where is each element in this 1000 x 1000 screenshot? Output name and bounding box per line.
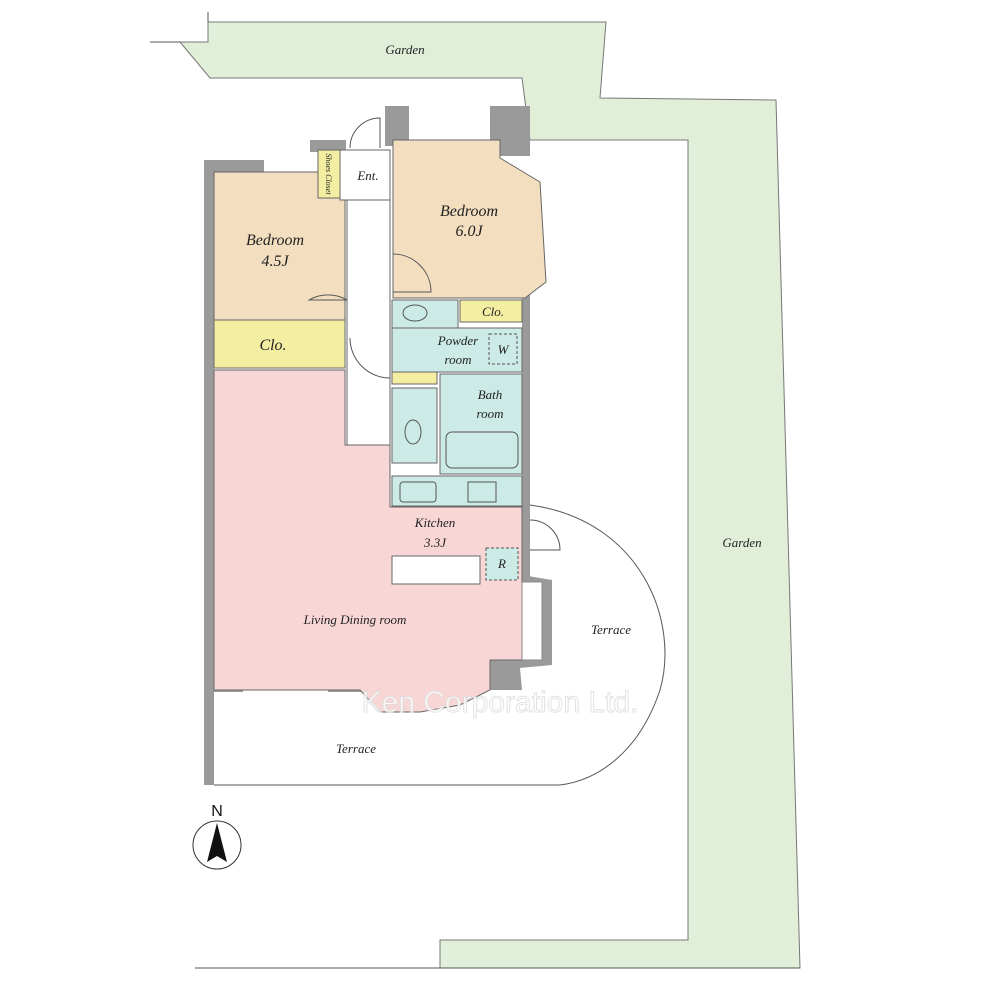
closet-left xyxy=(213,319,346,369)
powder-room-label-2: room xyxy=(445,352,472,367)
closet-right xyxy=(459,299,523,323)
bath-room xyxy=(439,373,523,475)
bedroom-left-name: Bedroom xyxy=(246,232,304,249)
wall xyxy=(204,160,214,785)
north-compass-icon: N xyxy=(192,803,242,870)
closet-right-label: Clo. xyxy=(482,304,504,319)
garden-right-label: Garden xyxy=(722,535,761,550)
bedroom-right-size: 6.0J xyxy=(455,223,483,240)
kitchen-size: 3.3J xyxy=(423,535,447,550)
terrace-bottom-label: Terrace xyxy=(336,741,376,756)
stove-icon xyxy=(467,481,497,503)
kitchen-counter xyxy=(391,475,523,507)
toilet-room xyxy=(391,387,438,464)
bedroom-left-size: 4.5J xyxy=(261,253,289,270)
shoes-closet xyxy=(317,149,341,199)
shoes-closet-label: Shoes Closet xyxy=(324,153,333,195)
bedroom-right-name: Bedroom xyxy=(440,203,498,220)
terrace-right-label: Terrace xyxy=(591,622,631,637)
bath-room-label: Bath xyxy=(478,387,503,402)
bath-room-label-2: room xyxy=(477,406,504,421)
watermark: Ken Corporation Ltd. xyxy=(362,686,639,719)
corridor xyxy=(346,199,391,446)
entrance-label: Ent. xyxy=(356,168,378,183)
wash-basin xyxy=(391,299,459,329)
washer-label: W xyxy=(498,342,510,357)
fridge-label: R xyxy=(497,556,506,571)
closet-left-label: Clo. xyxy=(259,337,286,354)
kitchen-name: Kitchen xyxy=(414,515,455,530)
terrace-boundary xyxy=(214,504,666,786)
living-dining-kitchen xyxy=(213,369,523,713)
washer-space xyxy=(488,333,518,365)
powder-room-label: Powder xyxy=(437,333,479,348)
bedroom-6.0j xyxy=(392,139,547,299)
powder-room xyxy=(391,327,523,373)
compass-label: N xyxy=(211,803,223,820)
garden-top-label: Garden xyxy=(385,42,424,57)
toilet-icon xyxy=(404,419,422,445)
living-label: Living Dining room xyxy=(303,612,407,627)
sink-icon xyxy=(399,481,437,503)
fridge-space xyxy=(485,547,519,581)
kitchen-bar-counter xyxy=(391,555,481,585)
